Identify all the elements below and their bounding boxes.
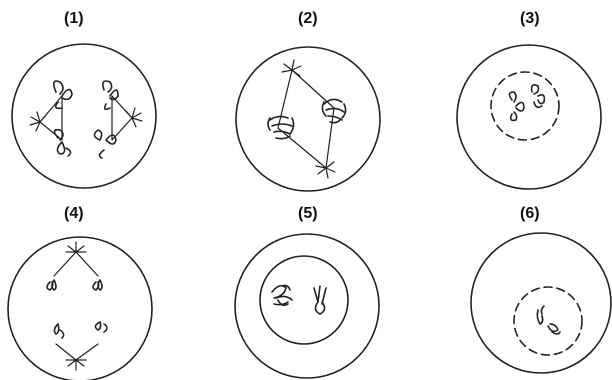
cell-6 [471,233,611,373]
cell-membrane [457,45,601,189]
chromosome-group [47,280,107,338]
cell-membrane [236,47,380,191]
chromosome-group [537,306,560,334]
nuclear-envelope [491,72,559,140]
cell-4 [8,237,152,380]
cell-1 [12,44,156,188]
nuclear-envelope [514,287,582,355]
cell-2 [236,47,380,191]
chromosome-group [54,81,118,158]
nuclear-envelope [260,256,348,344]
spindle-fibers [40,96,132,140]
aster [66,242,86,370]
cell-3 [457,45,601,189]
spindle-fibers [54,252,98,360]
spindle-fibers [278,70,334,168]
cell-membrane [8,237,152,380]
cell-5 [235,234,379,378]
cell-membrane [471,233,611,373]
chromosome-group [272,286,326,315]
chromosome-group [509,85,544,121]
